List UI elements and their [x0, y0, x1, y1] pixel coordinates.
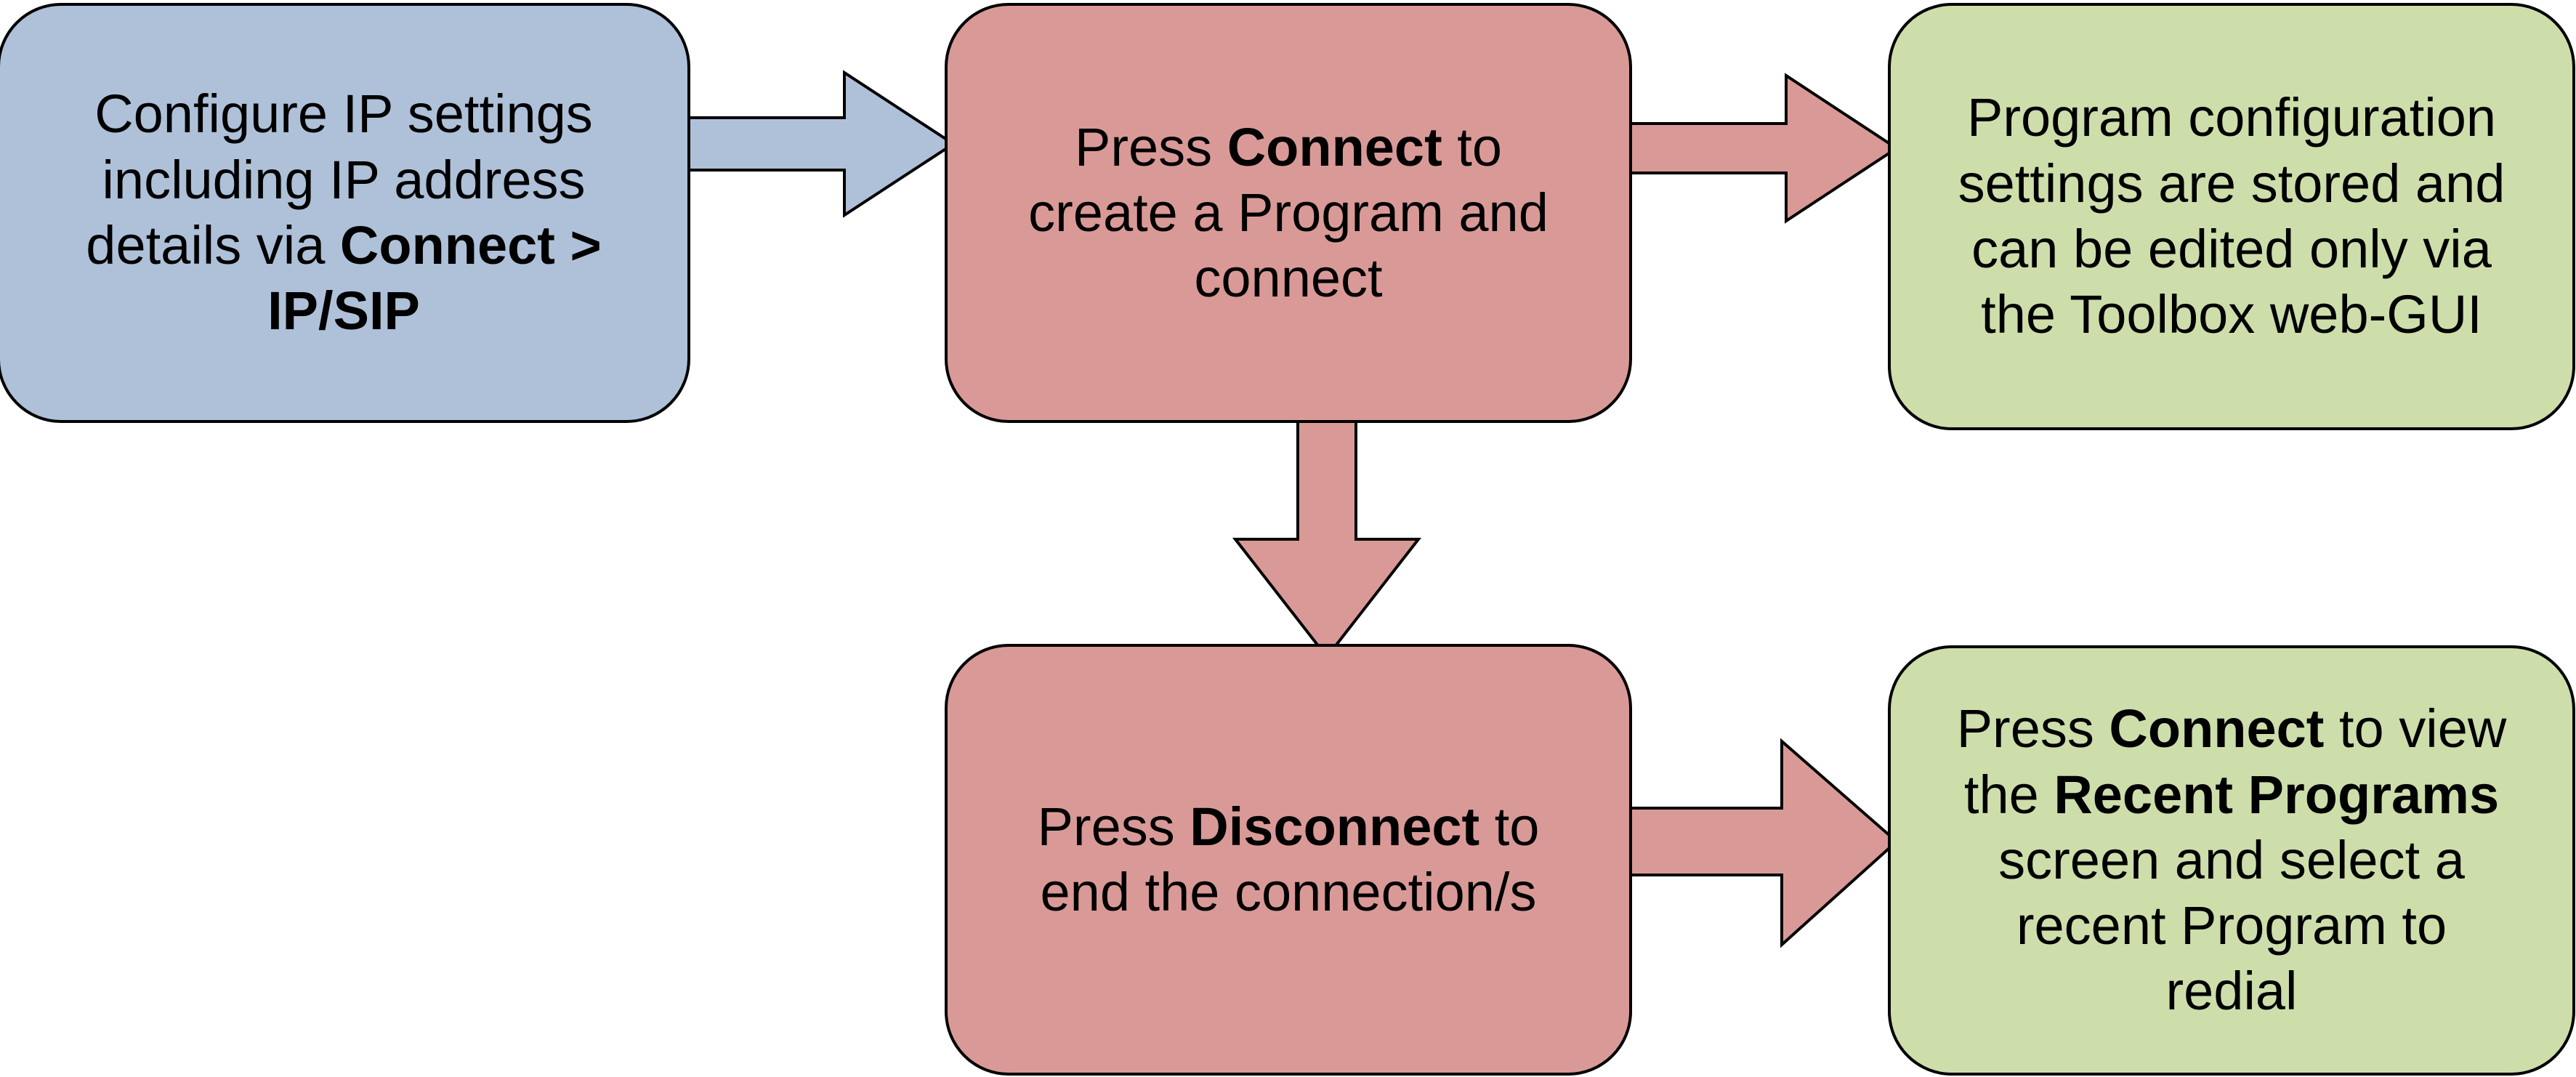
node-recent-programs-text: Press Connect to view the Recent Program… [1891, 696, 2572, 1024]
arrow-configure-ip-to-press-connect [682, 70, 956, 218]
line-1c: to view [2324, 698, 2507, 759]
line-1a: Press [1075, 116, 1227, 177]
line-5: redial [2165, 961, 2298, 1022]
node-press-disconnect-text: Press Disconnect to end the connection/s [948, 794, 1629, 926]
node-configure-ip-text: Configure IP settings including IP addre… [0, 81, 687, 344]
line-1b: Disconnect [1190, 796, 1480, 857]
node-press-connect-text: Press Connect to create a Program and co… [948, 115, 1629, 312]
line-1: Configure IP settings [94, 84, 593, 145]
line-1b: Connect [2109, 698, 2325, 759]
arrow-press-disconnect-to-recent-programs [1625, 733, 1899, 951]
line-2: end the connection/s [1040, 862, 1537, 922]
line-1c: to [1442, 116, 1502, 177]
node-press-disconnect[interactable]: Press Disconnect to end the connection/s [945, 644, 1632, 1076]
line-2b: Recent Programs [2054, 764, 2500, 825]
node-program-configuration[interactable]: Program configuration settings are store… [1888, 3, 2575, 430]
line-1c: to [1479, 796, 1540, 857]
node-recent-programs[interactable]: Press Connect to view the Recent Program… [1888, 645, 2575, 1076]
line-3: connect [1194, 248, 1383, 309]
arrow-press-connect-to-press-disconnect [1232, 403, 1422, 660]
line-1a: Press [1956, 698, 2109, 759]
line-4: IP/SIP [267, 281, 420, 342]
line-2: settings are stored and [1958, 153, 2506, 214]
line-3: screen and select a [1998, 829, 2465, 890]
line-1: Program configuration [1966, 87, 2497, 148]
line-3b: Connect > [339, 215, 602, 275]
line-3: can be edited only via [1971, 219, 2492, 279]
line-1a: Press [1037, 796, 1190, 857]
line-4: the Toolbox web-GUI [1981, 284, 2482, 345]
node-configure-ip[interactable]: Configure IP settings including IP addre… [0, 3, 690, 423]
arrow-press-connect-to-program-config [1625, 73, 1899, 224]
line-3a: details via [86, 215, 340, 275]
node-press-connect[interactable]: Press Connect to create a Program and co… [945, 3, 1632, 423]
line-2: including IP address [102, 149, 586, 210]
node-program-configuration-text: Program configuration settings are store… [1891, 85, 2572, 347]
line-2a: the [1963, 764, 2054, 825]
line-1b: Connect [1227, 116, 1442, 177]
line-4: recent Program to [2016, 895, 2447, 956]
line-2: create a Program and [1028, 182, 1549, 243]
